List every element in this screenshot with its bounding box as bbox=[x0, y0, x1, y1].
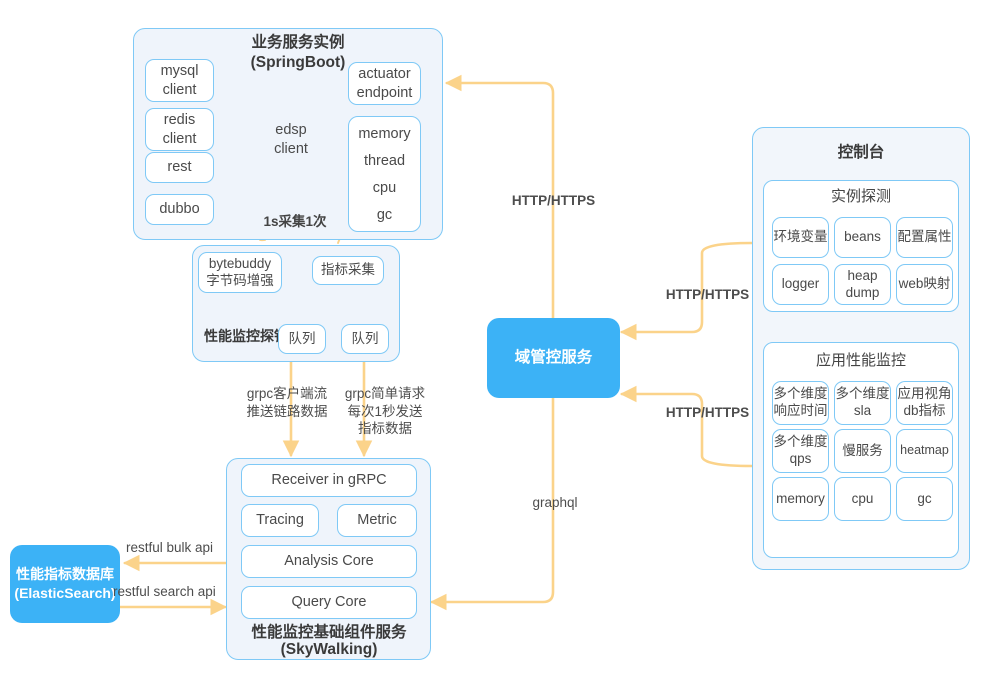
node-analysis-core[interactable]: Analysis Core bbox=[241, 545, 417, 578]
elasticsearch-box[interactable]: 性能指标数据库 (ElasticSearch) bbox=[10, 545, 120, 623]
label-http-lower: HTTP/HTTPS bbox=[665, 405, 750, 420]
springboot-title-line1: 业务服务实例 bbox=[251, 33, 345, 51]
console-item-multi-dim-resp-time[interactable]: 多个维度 响应时间 bbox=[772, 381, 829, 425]
skywalking-title-line1: 性能监控基础组件服务 bbox=[251, 623, 407, 641]
probe-title: 性能监控探针 bbox=[204, 327, 288, 344]
domain-service-box[interactable]: 域管控服务 bbox=[487, 318, 620, 398]
springboot-title-line2: (SpringBoot) bbox=[250, 53, 346, 71]
console-item-heatmap[interactable]: heatmap bbox=[896, 429, 953, 473]
node-edsp-client: edsp client bbox=[274, 122, 308, 157]
metric-cpu: cpu bbox=[372, 179, 397, 196]
metric-thread: thread bbox=[363, 152, 406, 169]
console-item-env-vars[interactable]: 环境变量 bbox=[772, 217, 829, 258]
label-http-top: HTTP/HTTPS bbox=[511, 193, 596, 208]
label-grpc-stream: grpc客户端流 推送链路数据 bbox=[246, 386, 328, 419]
console-item-heap-dump[interactable]: heap dump bbox=[834, 264, 891, 305]
console-item-logger[interactable]: logger bbox=[772, 264, 829, 305]
node-tracing[interactable]: Tracing bbox=[241, 504, 319, 537]
sample-rate-note: 1s采集1次 bbox=[263, 214, 327, 230]
label-graphql: graphql bbox=[532, 495, 578, 510]
node-metric[interactable]: Metric bbox=[337, 504, 417, 537]
label-http-upper: HTTP/HTTPS bbox=[665, 287, 750, 302]
console-title: 控制台 bbox=[837, 143, 885, 161]
node-receiver-grpc[interactable]: Receiver in gRPC bbox=[241, 464, 417, 497]
node-queue-trace[interactable]: 队列 bbox=[278, 324, 326, 354]
node-mysql-client[interactable]: mysql client bbox=[145, 59, 214, 102]
node-bytebuddy[interactable]: bytebuddy 字节码增强 bbox=[198, 252, 282, 293]
node-queue-metric[interactable]: 队列 bbox=[341, 324, 389, 354]
node-metric-collector[interactable]: 指标采集 bbox=[312, 256, 384, 285]
metric-gc: gc bbox=[376, 206, 393, 223]
console-item-memory[interactable]: memory bbox=[772, 477, 829, 521]
es-label-line1: 性能指标数据库 bbox=[16, 566, 114, 583]
label-grpc-simple: grpc简单请求 每次1秒发送 指标数据 bbox=[344, 386, 426, 437]
console-item-cpu[interactable]: cpu bbox=[834, 477, 891, 521]
console-item-config-props[interactable]: 配置属性 bbox=[896, 217, 953, 258]
metric-memory: memory bbox=[358, 125, 411, 142]
node-jvm-metrics[interactable] bbox=[348, 116, 421, 232]
console-item-multi-dim-qps[interactable]: 多个维度 qps bbox=[772, 429, 829, 473]
skywalking-title-line2: (SkyWalking) bbox=[280, 640, 378, 658]
node-dubbo[interactable]: dubbo bbox=[145, 194, 214, 225]
label-restful-bulk: restful bulk api bbox=[126, 540, 214, 555]
label-restful-search: restful search api bbox=[113, 584, 216, 599]
jvm-metrics-list: memory thread cpu gc bbox=[348, 116, 421, 232]
console-item-multi-dim-sla[interactable]: 多个维度 sla bbox=[834, 381, 891, 425]
node-actuator-endpoint[interactable]: actuator endpoint bbox=[348, 62, 421, 105]
console-item-app-db-metrics[interactable]: 应用视角 db指标 bbox=[896, 381, 953, 425]
node-rest[interactable]: rest bbox=[145, 152, 214, 183]
console-section2-title: 应用性能监控 bbox=[815, 352, 906, 370]
console-item-slow-service[interactable]: 慢服务 bbox=[834, 429, 891, 473]
console-item-web-mapping[interactable]: web映射 bbox=[896, 264, 953, 305]
console-section1-title: 实例探测 bbox=[830, 188, 891, 206]
node-redis-client[interactable]: redis client bbox=[145, 108, 214, 151]
es-label-line2: (ElasticSearch) bbox=[14, 585, 116, 601]
console-item-beans[interactable]: beans bbox=[834, 217, 891, 258]
console-item-gc[interactable]: gc bbox=[896, 477, 953, 521]
node-query-core[interactable]: Query Core bbox=[241, 586, 417, 619]
